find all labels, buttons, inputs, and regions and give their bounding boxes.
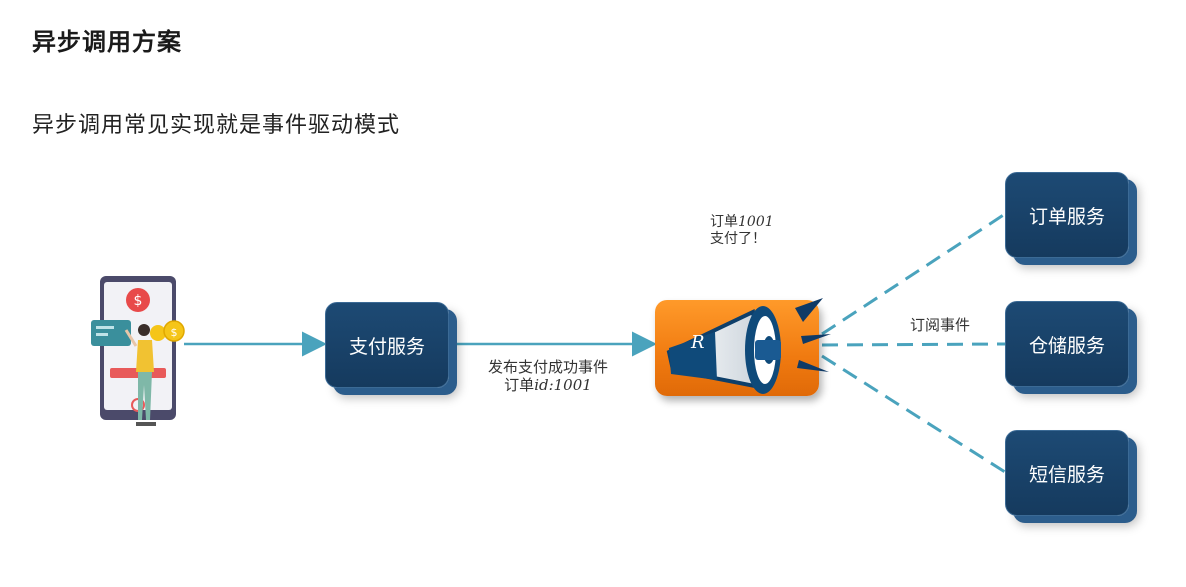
order-service-label: 订单服务: [1028, 205, 1105, 228]
mobile-payment-user-icon: $ $: [91, 276, 185, 426]
broadcast-order-prefix: 订单: [710, 214, 738, 230]
svg-text:$: $: [171, 326, 178, 339]
payment-service-label: 支付服务: [348, 335, 425, 358]
subscribe-event-label: 订阅事件: [910, 316, 971, 334]
warehouse-service-box: 仓储服务: [1005, 301, 1129, 387]
megaphone-icon: R: [666, 298, 831, 394]
dashed-line-to-sms: [821, 354, 1006, 474]
publish-event-label-line2: 订单id:1001: [476, 376, 620, 394]
dashed-line-to-warehouse: [821, 342, 1006, 347]
svg-text:R: R: [690, 332, 705, 353]
broadcast-message-line1: 订单1001: [710, 214, 774, 231]
sms-service-box: 短信服务: [1005, 430, 1129, 516]
page-subtitle: 异步调用常见实现就是事件驱动模式: [32, 113, 401, 138]
publish-event-order-prefix: 订单: [504, 376, 535, 394]
sms-service-label: 短信服务: [1028, 463, 1105, 486]
dashed-line-to-order: [821, 212, 1006, 336]
payment-service-box: 支付服务: [325, 302, 449, 388]
svg-text:$: $: [134, 293, 143, 309]
broadcast-message: 订单1001 支付了！: [710, 214, 774, 248]
publish-event-label-line1: 发布支付成功事件: [487, 358, 608, 376]
order-service-box: 订单服务: [1005, 172, 1129, 258]
publish-event-order-id: id:1001: [534, 376, 592, 394]
warehouse-service-label: 仓储服务: [1028, 334, 1105, 357]
broadcast-message-line2: 支付了！: [710, 231, 766, 247]
page-title: 异步调用方案: [32, 27, 182, 56]
publish-event-label: 发布支付成功事件 订单id:1001: [476, 358, 620, 394]
broadcast-order-id: 1001: [738, 214, 774, 230]
